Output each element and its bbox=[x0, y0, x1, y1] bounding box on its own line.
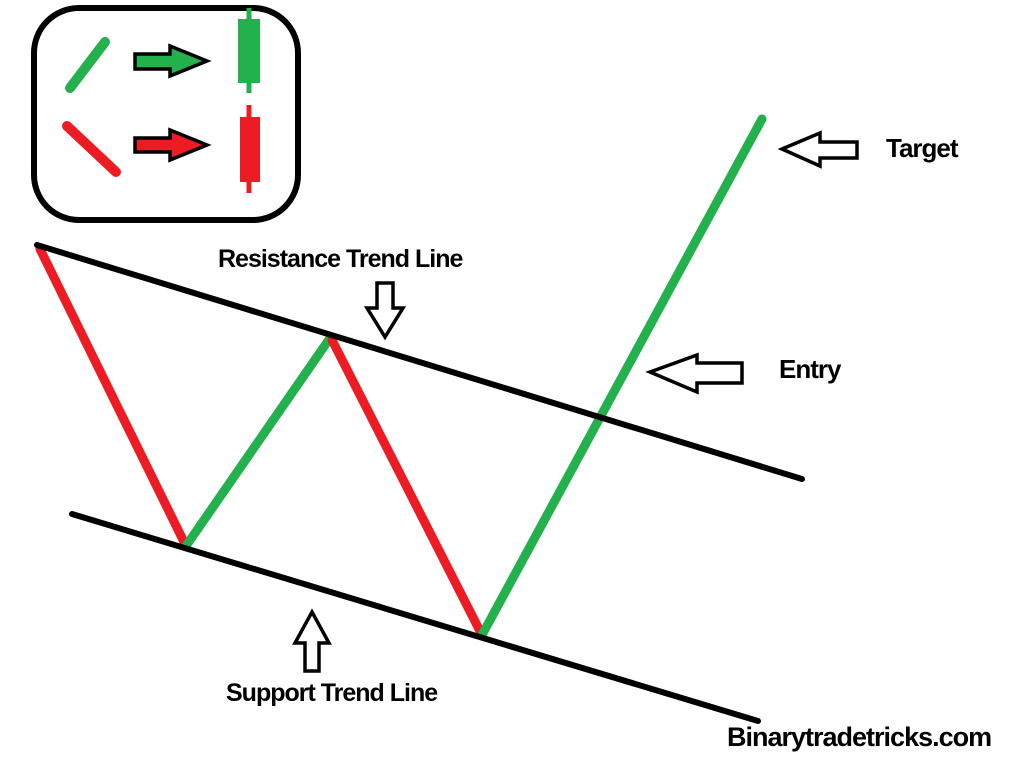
legend-bearish-arrow-icon bbox=[133, 127, 212, 163]
entry-pointer-arrow bbox=[645, 352, 744, 395]
resistance-trend-line bbox=[34, 242, 805, 482]
entry-label: Entry bbox=[779, 354, 841, 384]
legend-frame bbox=[31, 5, 301, 223]
support-trend-line bbox=[69, 511, 761, 724]
legend-bullish-arrow-icon bbox=[133, 43, 212, 79]
breakout-up-swing bbox=[477, 114, 767, 640]
up-swing-1 bbox=[181, 333, 335, 551]
down-swing-2 bbox=[327, 335, 487, 640]
legend-bullish-candle-body-icon bbox=[238, 19, 260, 83]
target-label: Target bbox=[886, 133, 959, 163]
down-swing-1 bbox=[35, 244, 191, 551]
watermark-text: Binarytradetricks.com bbox=[727, 722, 992, 752]
resistance-pointer-arrow bbox=[363, 281, 407, 341]
support-pointer-arrow bbox=[292, 608, 332, 673]
resistance-trendline-label: Resistance Trend Line bbox=[218, 245, 463, 273]
target-pointer-arrow bbox=[777, 130, 859, 169]
legend-bearish-candle-body-icon bbox=[240, 117, 260, 182]
legend-bullish-slash-icon bbox=[65, 37, 110, 93]
legend-bearish-slash-icon bbox=[62, 121, 121, 177]
support-trendline-label: Support Trend Line bbox=[226, 679, 438, 707]
